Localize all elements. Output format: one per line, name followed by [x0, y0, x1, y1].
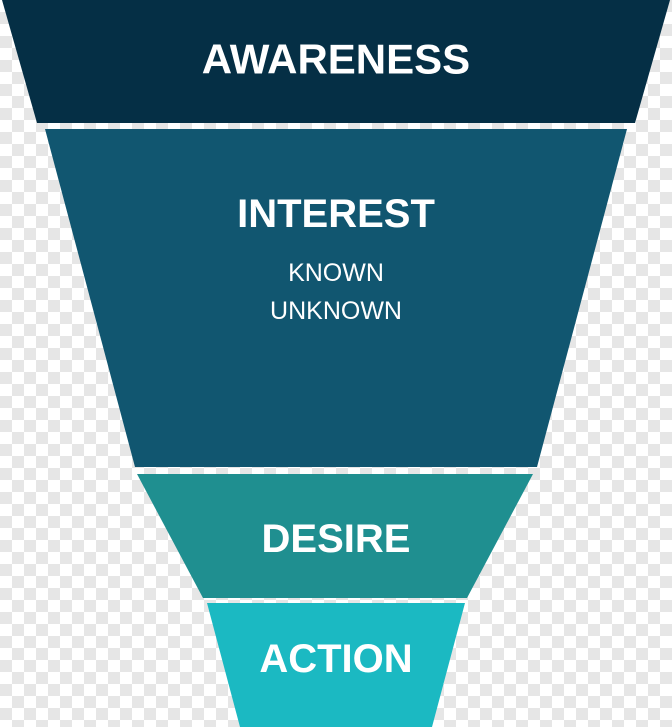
funnel-stage-desire: DESIRE	[137, 474, 533, 598]
funnel-segment-interest	[45, 129, 627, 467]
stage-label-interest: INTEREST	[237, 192, 435, 236]
stage-sublabel-unknown: UNKNOWN	[270, 297, 402, 325]
stage-label-desire: DESIRE	[262, 517, 411, 561]
funnel-segment-action	[207, 603, 465, 727]
stage-label-awareness: AWARENESS	[202, 36, 470, 83]
funnel-stage-action: ACTION	[207, 603, 465, 727]
funnel-segment-awareness	[2, 0, 670, 123]
funnel-segment-desire	[137, 474, 533, 598]
funnel-stage-awareness: AWARENESS	[2, 0, 670, 123]
funnel-stage-interest: INTEREST KNOWN UNKNOWN	[45, 129, 627, 467]
stage-sublabel-known: KNOWN	[288, 259, 384, 287]
stage-label-action: ACTION	[259, 637, 412, 681]
